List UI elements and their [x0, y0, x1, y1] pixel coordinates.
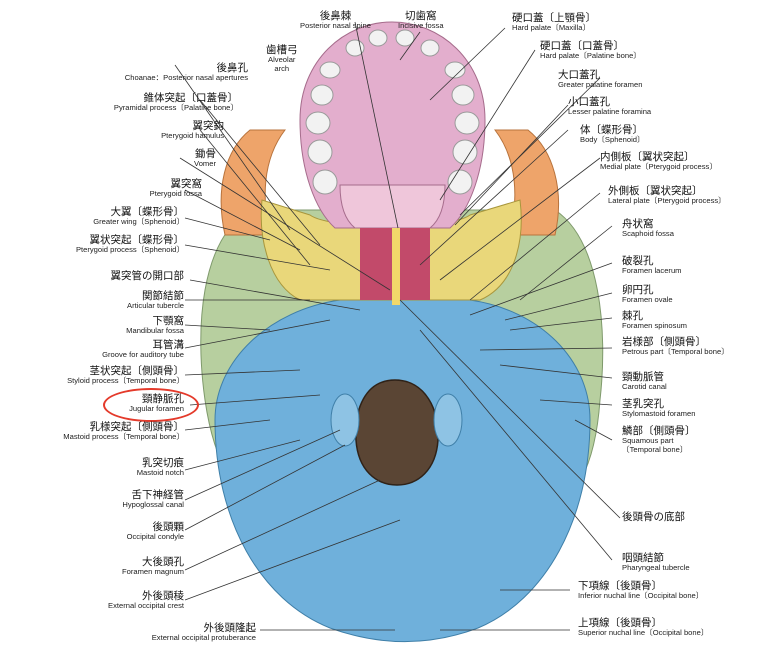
leader-lines — [174, 21, 621, 631]
label-sphenoid-body: 体〔蝶形骨〕Body〔Sphenoid〕 — [580, 124, 645, 145]
label-occipital-basilar: 後頭骨の底部 — [622, 511, 685, 523]
label-petrous-part: 岩様部〔側頭骨〕Petrous part〔Temporal bone〕 — [622, 336, 729, 357]
foramen-magnum-shape — [355, 379, 439, 486]
label-pterygoid-canal: 翼突管の開口部 — [110, 270, 185, 282]
choanae-shape — [360, 228, 392, 300]
teeth-row — [305, 29, 480, 195]
highlight-ring — [103, 388, 199, 422]
label-styloid-process: 茎状突起〔側頭骨〕Styloid process〔Temporal bone〕 — [67, 365, 184, 386]
label-superior-nuchal: 上項線〔後頭骨〕Superior nuchal line〔Occipital b… — [578, 617, 709, 638]
label-hard-palate-maxilla: 硬口蓋〔上顎骨〕Hard palate〔Maxilla〕 — [512, 12, 596, 33]
choanae-shape-right — [400, 228, 430, 300]
condyle-right-shape — [433, 393, 463, 447]
palatine-shape — [339, 184, 446, 229]
label-lateral-plate: 外側板〔翼状突起〕Lateral plate〔Pterygoid process… — [608, 185, 726, 206]
label-medial-plate: 内側板〔翼状突起〕Medial plate〔Pterygoid process〕 — [600, 151, 717, 172]
label-greater-wing: 大翼〔蝶形骨〕Greater wing〔Sphenoid〕 — [93, 206, 184, 227]
label-pterygoid-process: 翼状突起〔蝶形骨〕Pterygoid process〔Sphenoid〕 — [75, 234, 184, 255]
label-squamous-part: 鱗部〔側頭骨〕Squamous part〔Temporal bone〕 — [622, 425, 696, 454]
label-inferior-nuchal: 下項線〔後頭骨〕Inferior nuchal line〔Occipital b… — [578, 580, 704, 601]
label-pyramidal-process: 錐体突起〔口蓋骨〕Pyramidal process〔Palatine bone… — [113, 92, 238, 113]
condyle-left-shape — [330, 393, 360, 447]
vomer-shape — [392, 228, 400, 305]
label-hard-palate-palatine: 硬口蓋〔口蓋骨〕Hard palate〔Palatine bone〕 — [540, 40, 641, 61]
label-mastoid-process: 乳様突起〔側頭骨〕Mastoid process〔Temporal bone〕 — [63, 421, 184, 442]
maxilla-shape — [299, 21, 486, 229]
